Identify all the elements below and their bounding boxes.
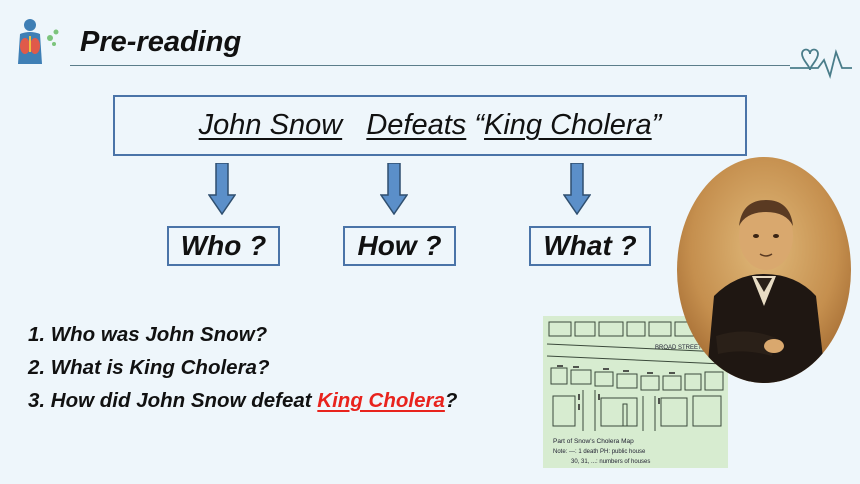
headline-subject: King Cholera bbox=[484, 109, 652, 141]
question-suffix: ? bbox=[444, 389, 458, 412]
map-caption-numbers: 30, 31, ...: numbers of houses bbox=[571, 459, 650, 465]
headline-name: John Snow bbox=[198, 109, 343, 141]
prompt-who: Who ? bbox=[167, 226, 280, 266]
map-street-label: BROAD STREET bbox=[655, 345, 702, 351]
map-caption-note: Note: ---: 1 death PH: public house bbox=[553, 449, 646, 455]
page-title: Pre-reading bbox=[80, 26, 242, 58]
prompt-what: What ? bbox=[529, 226, 651, 266]
question-item: 1. Who was John Snow? bbox=[28, 323, 268, 346]
headline: John Snow Defeats “King Cholera” bbox=[115, 109, 745, 142]
down-arrow-icon bbox=[208, 163, 236, 215]
heartbeat-icon bbox=[790, 48, 852, 80]
prompt-how: How ? bbox=[343, 226, 456, 266]
headline-box: John Snow Defeats “King Cholera” bbox=[113, 95, 747, 156]
map-caption-title: Part of Snow's Cholera Map bbox=[553, 438, 634, 445]
human-body-anatomy-icon bbox=[18, 19, 59, 64]
highlighted-term: King Cholera bbox=[317, 389, 445, 412]
down-arrow-icon bbox=[380, 163, 408, 215]
headline-open-quote: “ bbox=[474, 109, 485, 141]
question-item: 2. What is King Cholera? bbox=[28, 356, 270, 379]
question-list: 1. Who was John Snow? 2. What is King Ch… bbox=[28, 318, 457, 417]
question-prefix: 3. How did John Snow defeat bbox=[28, 389, 318, 412]
headline-close-quote: ” bbox=[651, 109, 662, 141]
header-divider bbox=[70, 65, 790, 66]
john-snow-portrait-image bbox=[677, 157, 851, 383]
headline-verb: Defeats bbox=[366, 109, 467, 141]
down-arrow-icon bbox=[563, 163, 591, 215]
question-item: 3. How did John Snow defeat King Cholera… bbox=[28, 384, 457, 417]
